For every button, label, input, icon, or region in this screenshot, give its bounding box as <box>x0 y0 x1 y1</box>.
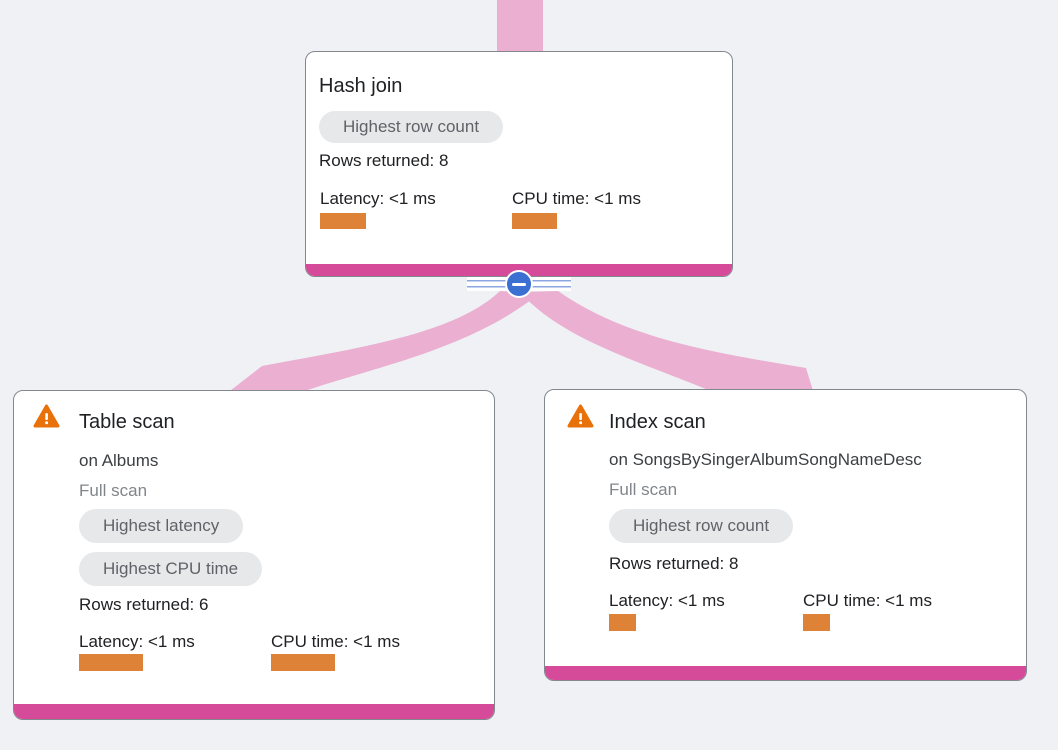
node-index-scan[interactable]: Index scan on SongsBySingerAlbumSongName… <box>544 389 1027 681</box>
edge-input-to-hash-join <box>497 0 543 60</box>
cpu-time-bar <box>271 654 335 671</box>
warning-triangle-icon <box>33 404 60 428</box>
latency-label: Latency: <1 ms <box>79 632 195 651</box>
cpu-time-bar <box>803 614 830 631</box>
rows-returned-label: Rows returned: 8 <box>319 151 449 170</box>
node-subtitle: on Albums <box>79 451 159 470</box>
node-title: Index scan <box>609 411 706 433</box>
latency-bar <box>609 614 636 631</box>
badge-highest-row-count: Highest row count <box>319 111 504 143</box>
edge-hash-join-to-index-scan <box>520 291 814 394</box>
node-accent-bar <box>545 666 1026 680</box>
badge-highest-cpu-time: Highest CPU time <box>79 552 263 586</box>
latency-bar <box>79 654 143 671</box>
node-subtitle: on SongsBySingerAlbumSongNameDesc <box>609 450 922 469</box>
cpu-time-label: CPU time: <1 ms <box>271 632 400 651</box>
node-title: Table scan <box>79 411 175 433</box>
minus-icon <box>512 282 526 286</box>
node-accent-bar <box>14 704 494 719</box>
cpu-time-bar <box>512 213 557 229</box>
node-table-scan[interactable]: Table scan on Albums Full scan Highest l… <box>13 390 495 720</box>
warning-triangle-icon <box>567 404 594 428</box>
scan-type-label: Full scan <box>609 480 678 499</box>
rows-returned-label: Rows returned: 8 <box>609 554 739 573</box>
scan-type-label: Full scan <box>79 481 148 500</box>
latency-label: Latency: <1 ms <box>609 591 725 610</box>
collapse-button[interactable] <box>505 270 533 298</box>
badge-highest-latency: Highest latency <box>79 509 244 543</box>
rows-returned-label: Rows returned: 6 <box>79 595 209 614</box>
latency-label: Latency: <1 ms <box>320 189 436 208</box>
edge-hash-join-to-table-scan <box>226 291 540 394</box>
latency-bar <box>320 213 366 229</box>
cpu-time-label: CPU time: <1 ms <box>512 189 641 208</box>
node-hash-join[interactable]: Hash join Highest row count Rows returne… <box>305 51 733 277</box>
badge-highest-row-count: Highest row count <box>609 509 794 543</box>
cpu-time-label: CPU time: <1 ms <box>803 591 932 610</box>
node-title: Hash join <box>319 75 403 97</box>
